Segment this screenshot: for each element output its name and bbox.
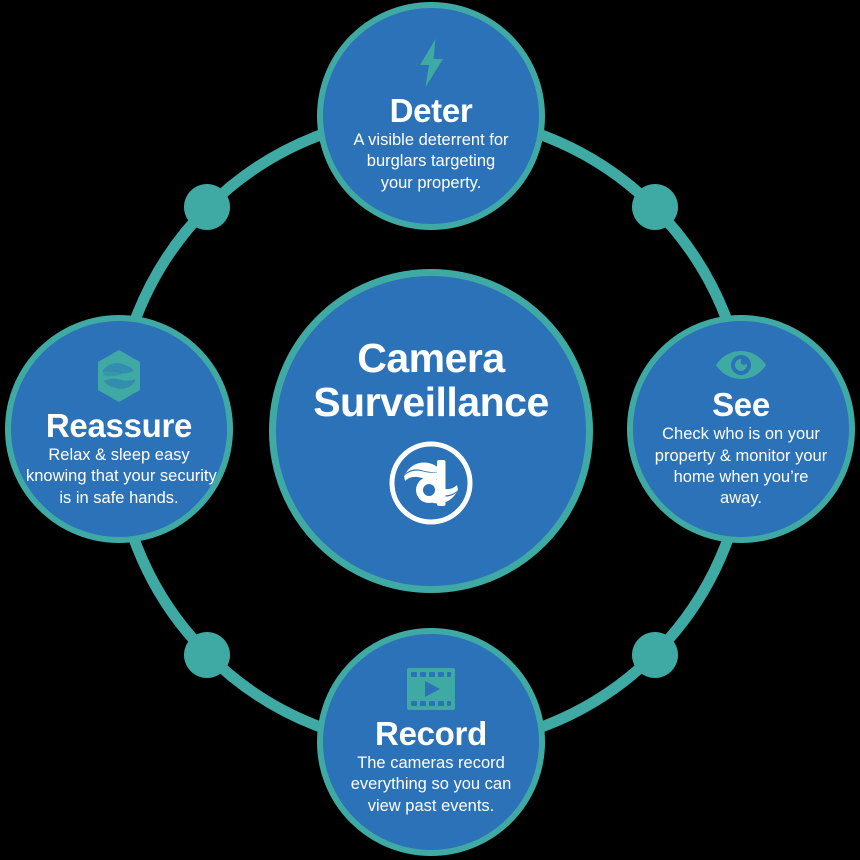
lightning-bolt-icon xyxy=(412,38,450,88)
connector-dot-top-left xyxy=(184,184,230,230)
node-see-desc-line3: home when you’re xyxy=(673,468,809,486)
node-record-title: Record xyxy=(375,714,487,752)
node-record[interactable]: Record The cameras record everything so … xyxy=(317,628,545,856)
center-title-line2: Surveillance xyxy=(313,379,549,425)
node-see-desc-line1: Check who is on your xyxy=(662,425,820,444)
node-reassure-desc-line3: is in safe hands. xyxy=(59,488,179,507)
node-deter-desc-line1: A visible deterrent for xyxy=(353,130,509,149)
node-record-desc-line2: everything so you can xyxy=(350,775,512,794)
node-see-desc-line4: away. xyxy=(720,489,762,508)
sd-monogram-logo xyxy=(388,440,474,526)
node-record-desc-line3: view past events. xyxy=(367,796,495,815)
film-strip-play-icon xyxy=(406,667,456,711)
node-see[interactable]: See Check who is on your property & moni… xyxy=(627,315,855,543)
node-center-hub[interactable]: Camera Surveillance xyxy=(269,269,593,593)
node-record-desc-line1: The cameras record xyxy=(357,753,505,772)
node-deter-title: Deter xyxy=(389,91,473,129)
node-reassure-description: Relax & sleep easy knowing that your sec… xyxy=(26,445,217,509)
node-reassure-desc-line1: Relax & sleep easy xyxy=(48,445,190,464)
node-see-desc-line2: property & monitor your xyxy=(654,446,828,465)
node-reassure-desc-line2: knowing that your security xyxy=(26,467,217,486)
connector-dot-bottom-right xyxy=(632,632,678,678)
node-deter-desc-line2: burglars targeting xyxy=(366,152,496,171)
node-reassure[interactable]: Reassure Relax & sleep easy knowing that… xyxy=(5,315,233,543)
eye-icon xyxy=(715,348,767,382)
connector-dot-top-right xyxy=(632,184,678,230)
center-title-line1: Camera xyxy=(357,334,505,381)
center-title: Camera Surveillance xyxy=(313,334,549,425)
node-see-description: Check who is on your property & monitor … xyxy=(655,424,827,510)
node-record-description: The cameras record everything so you can… xyxy=(351,753,512,817)
node-deter[interactable]: Deter A visible deterrent for burglars t… xyxy=(317,2,545,230)
hands-shield-icon xyxy=(94,349,144,403)
connector-dot-bottom-left xyxy=(184,632,230,678)
node-deter-description: A visible deterrent for burglars targeti… xyxy=(354,130,509,194)
node-see-title: See xyxy=(712,386,770,424)
node-deter-desc-line3: your property. xyxy=(380,173,482,192)
node-reassure-title: Reassure xyxy=(45,406,193,444)
